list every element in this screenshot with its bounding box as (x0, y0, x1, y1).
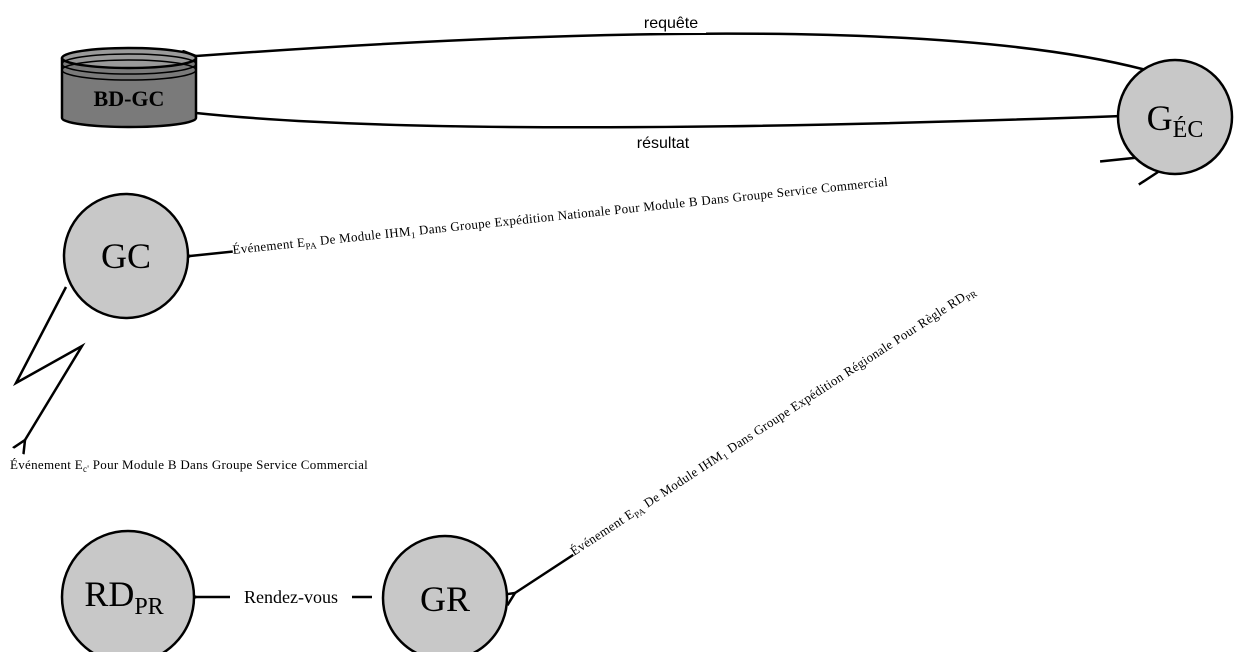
edge-gc-out (16, 286, 86, 440)
node-bd-gc: BD-GC (60, 46, 198, 129)
node-label-gr: GR (420, 579, 470, 619)
node-label-rdpr: RDPR (84, 574, 163, 620)
edge-label-gec-gc: Événement EPA De Module IHM1 Dans Groupe… (232, 174, 889, 259)
edge-resultat (195, 113, 1122, 129)
edge-label-resultat: résultat (637, 135, 690, 152)
node-gec: GÉC (1116, 58, 1234, 176)
edge-label-gc-out: Événement Ec' Pour Module B Dans Groupe … (10, 457, 368, 474)
edge-label-requete: requête (644, 15, 698, 32)
node-label-gec: GÉC (1147, 98, 1204, 143)
edge-label-rendezvous: Rendez-vous (244, 587, 338, 607)
node-rdpr: RDPR (60, 529, 196, 652)
edge-requete (196, 32, 1147, 72)
node-label-bd-gc: BD-GC (94, 86, 165, 111)
node-gr: GR (381, 534, 509, 652)
edge-label-gec-gr: Événement EPA De Module IHM1 Dans Groupe… (567, 283, 979, 560)
node-label-gc: GC (101, 236, 151, 276)
node-gc: GC (62, 192, 190, 320)
